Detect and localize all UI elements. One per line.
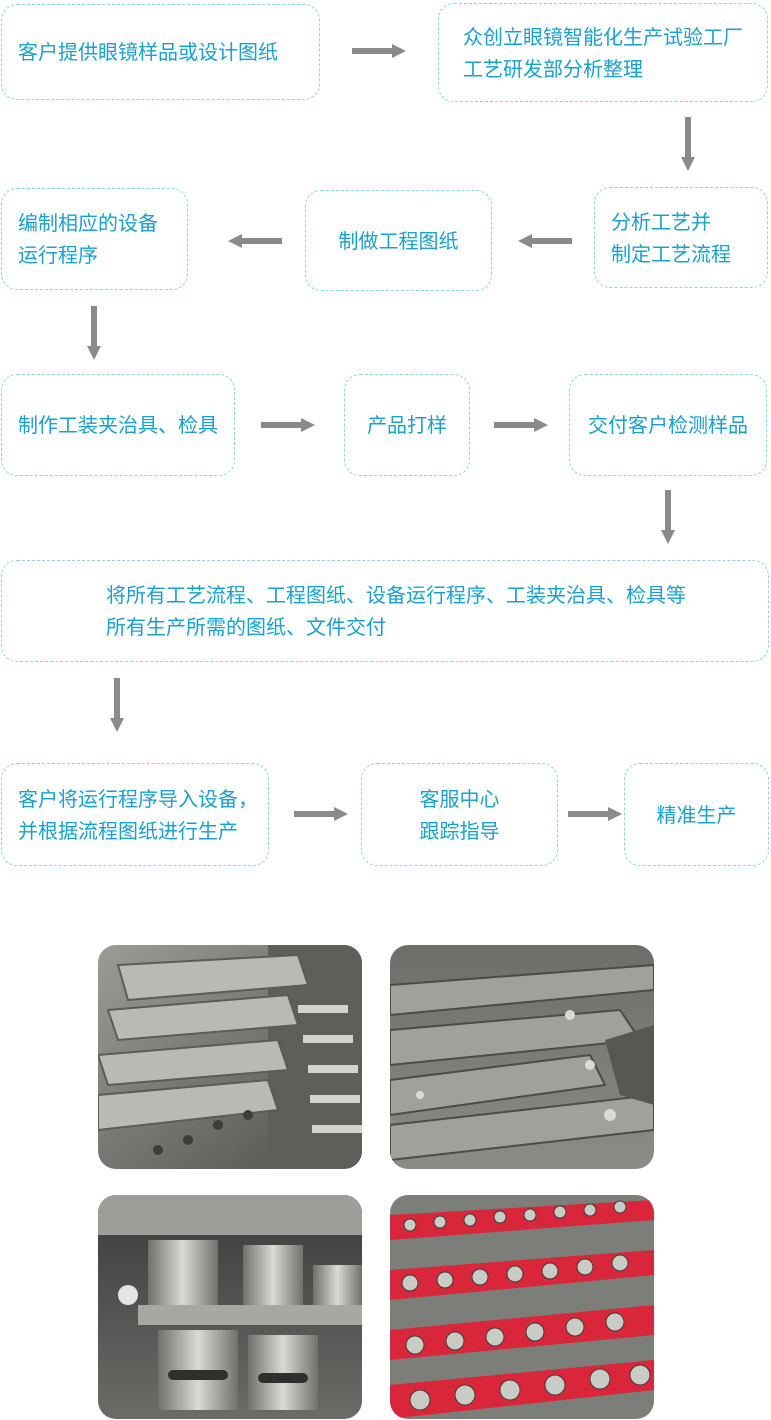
flow-step-deliver-documents: 将所有工艺流程、工程图纸、设备运行程序、工装夹治具、检具等 所有生产所需的图纸、… [1,560,769,662]
flow-step-sampling: 产品打样 [344,374,470,476]
flow-step-engineering-drawings: 制做工程图纸 [305,190,492,291]
flow-step-program-equipment: 编制相应的设备 运行程序 [1,188,188,290]
step-label-line1: 众创立眼镜智能化生产试验工厂 [463,21,743,53]
flow-step-customer-production: 客户将运行程序导入设备， 并根据流程图纸进行生产 [1,763,269,866]
arrow-down-icon [109,678,125,734]
step-label: 制做工程图纸 [339,225,459,257]
arrow-right-icon [261,417,317,433]
step-label-line1: 将所有工艺流程、工程图纸、设备运行程序、工装夹治具、检具等 [106,579,686,611]
long-fixture-rails-photo [390,945,654,1169]
step-label-line1: 编制相应的设备 [18,207,158,239]
step-label-line2: 跟踪指导 [420,815,500,847]
step-label-line1: 分析工艺并 [611,206,731,238]
arrow-right-icon [352,43,408,59]
cylindrical-fixtures-photo [98,1195,362,1419]
arrow-right-icon [568,806,624,822]
arrow-down-icon [86,306,102,362]
arrow-left-icon [516,233,572,249]
flow-step-define-process: 分析工艺并 制定工艺流程 [594,187,768,288]
flow-step-fixtures: 制作工装夹治具、检具 [1,374,235,476]
step-label-line2: 制定工艺流程 [611,238,731,270]
step-label-line2: 所有生产所需的图纸、文件交付 [106,611,686,643]
step-label: 产品打样 [367,409,447,441]
step-label: 精准生产 [657,799,737,831]
arrow-down-icon [660,490,676,546]
step-label-line1: 客户将运行程序导入设备， [18,783,258,815]
arrow-down-icon [680,117,696,173]
flow-step-customer-sample: 客户提供眼镜样品或设计图纸 [1,4,320,100]
arrow-right-icon [494,417,550,433]
step-label-line2: 工艺研发部分析整理 [463,53,743,85]
step-label: 交付客户检测样品 [588,409,748,441]
step-label-line2: 并根据流程图纸进行生产 [18,815,258,847]
flow-step-precision-production: 精准生产 [624,763,769,866]
red-tool-rack-photo [390,1195,654,1419]
flow-step-customer-service: 客服中心 跟踪指导 [361,763,558,866]
step-label: 客户提供眼镜样品或设计图纸 [18,36,278,68]
arrow-right-icon [294,806,350,822]
flow-step-deliver-samples: 交付客户检测样品 [569,374,767,476]
step-label: 制作工装夹治具、检具 [18,409,218,441]
stacked-fixture-plates-photo [98,945,362,1169]
step-label-line1: 客服中心 [420,783,500,815]
arrow-left-icon [226,233,282,249]
flow-step-rd-analysis: 众创立眼镜智能化生产试验工厂 工艺研发部分析整理 [438,3,768,102]
step-label-line2: 运行程序 [18,239,158,271]
